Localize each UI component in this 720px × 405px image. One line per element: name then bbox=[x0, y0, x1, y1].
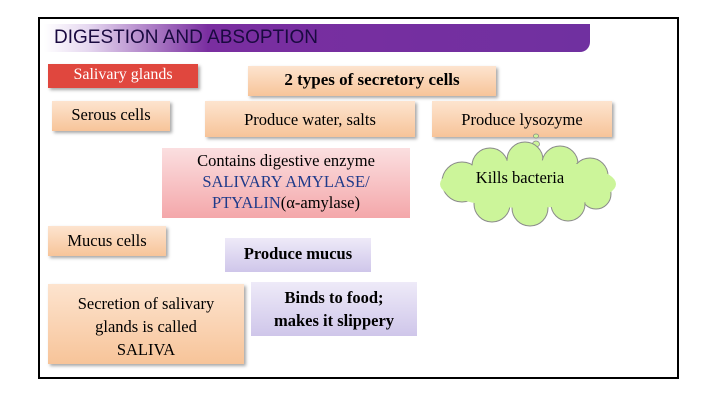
alpha-amylase-label: (α-amylase) bbox=[280, 193, 360, 212]
produce-mucus-box: Produce mucus bbox=[225, 238, 371, 272]
slide-title: DIGESTION AND ABSOPTION bbox=[54, 27, 318, 48]
enzyme-line-2: SALIVARY AMYLASE/ bbox=[202, 172, 370, 191]
kills-bacteria-label: Kills bacteria bbox=[475, 168, 565, 187]
mucus-cells-box: Mucus cells bbox=[48, 226, 166, 256]
title-banner bbox=[44, 24, 590, 52]
slide-frame bbox=[38, 17, 679, 379]
saliva-box: Secretion of salivary glands is called S… bbox=[48, 284, 244, 364]
saliva-line-3: SALIVA bbox=[116, 340, 176, 359]
saliva-line-1: Secretion of salivary bbox=[77, 294, 215, 313]
binds-line-2: makes it slippery bbox=[273, 311, 395, 330]
enzyme-line-1: Contains digestive enzyme bbox=[197, 151, 375, 170]
secretory-types-box: 2 types of secretory cells bbox=[248, 66, 496, 96]
salivary-glands-box: Salivary glands bbox=[48, 64, 198, 88]
binds-line-1: Binds to food; bbox=[284, 288, 384, 307]
enzyme-box: Contains digestive enzyme SALIVARY AMYLA… bbox=[162, 148, 410, 218]
produce-lysozyme-box: Produce lysozyme bbox=[432, 101, 612, 137]
serous-cells-box: Serous cells bbox=[52, 101, 170, 131]
produce-water-box: Produce water, salts bbox=[205, 101, 415, 137]
ptyalin-label: PTYALIN bbox=[212, 193, 281, 212]
binds-food-box: Binds to food; makes it slippery bbox=[251, 282, 417, 336]
enzyme-line-3: PTYALIN(α-amylase) bbox=[162, 192, 410, 213]
saliva-line-2: glands is called bbox=[95, 317, 197, 336]
